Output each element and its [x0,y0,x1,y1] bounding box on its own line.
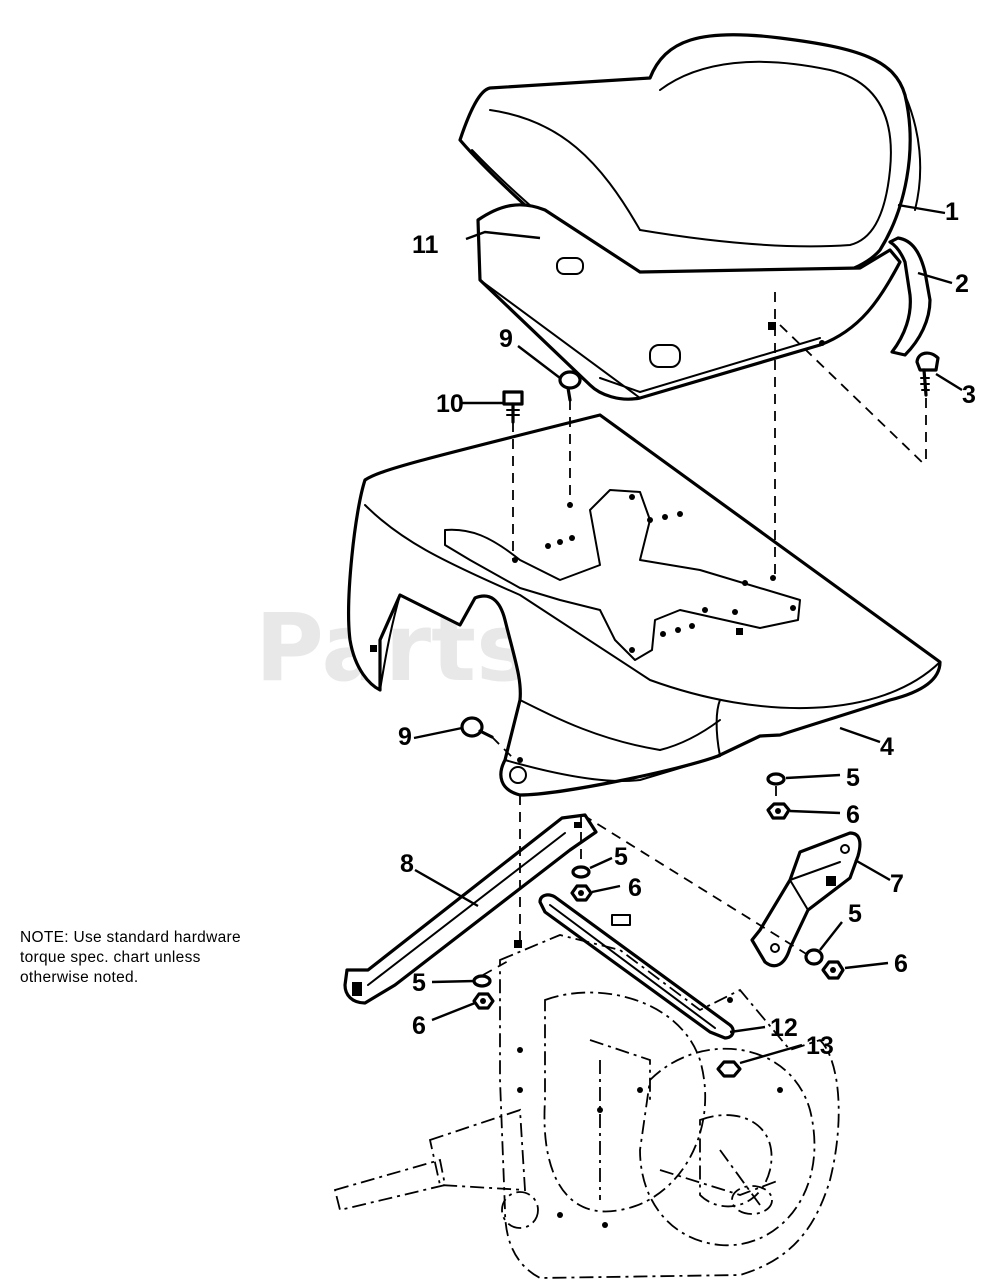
fender[interactable] [347,413,942,797]
callout-5-fender: 5 [846,764,860,792]
note-line-3: otherwise noted. [20,969,139,986]
washer-left[interactable] [472,974,492,988]
carriage-bolt[interactable] [915,351,940,397]
cross-brace[interactable] [538,893,735,1040]
callout-9-lower: 9 [398,723,412,751]
callout-10: 10 [436,390,464,418]
angle-bracket[interactable] [750,831,862,968]
callout-1: 1 [945,198,959,226]
callout-7: 7 [890,870,904,898]
callout-5-center: 5 [614,843,628,871]
callout-12: 12 [770,1014,798,1042]
nut-left[interactable] [472,992,495,1010]
note-line-1: NOTE: Use standard hardware [20,929,241,946]
callout-3: 3 [962,381,976,409]
callout-6-left: 6 [412,1012,426,1040]
callout-13: 13 [806,1032,834,1060]
note-line-2: torque spec. chart unless [20,949,201,966]
seat-pan[interactable] [476,203,902,401]
callout-6-fender: 6 [846,801,860,829]
nut-fender[interactable] [766,802,791,820]
washer-center[interactable] [571,865,591,879]
nut-bracket[interactable] [821,960,845,980]
callout-numbers: 1 2 3 4 5 6 5 6 7 5 6 8 9 9 10 11 5 6 12… [398,198,976,1060]
callout-8: 8 [400,850,414,878]
washer-fender[interactable] [766,772,786,786]
assembly-lines [482,292,927,976]
screw-lower[interactable] [460,716,494,739]
hex-bolt[interactable] [502,390,524,424]
callout-5-bracket: 5 [848,900,862,928]
callout-6-center: 6 [628,874,642,902]
callout-6-bracket: 6 [894,950,908,978]
screw-upper[interactable] [558,370,582,402]
torque-note: NOTE: Use standard hardware torque spec.… [20,928,241,988]
transaxle-phantom [333,934,840,1279]
nut-13[interactable] [716,1060,742,1078]
seat-bracket[interactable] [888,236,932,357]
support-strap[interactable] [343,813,598,1005]
callout-4: 4 [880,733,894,761]
callout-9-upper: 9 [499,325,513,353]
callout-11: 11 [412,231,439,259]
nut-center[interactable] [570,884,593,902]
callout-2: 2 [955,270,969,298]
leader-lines [413,203,963,1065]
callout-5-left: 5 [412,969,426,997]
washer-bracket[interactable] [804,948,824,966]
